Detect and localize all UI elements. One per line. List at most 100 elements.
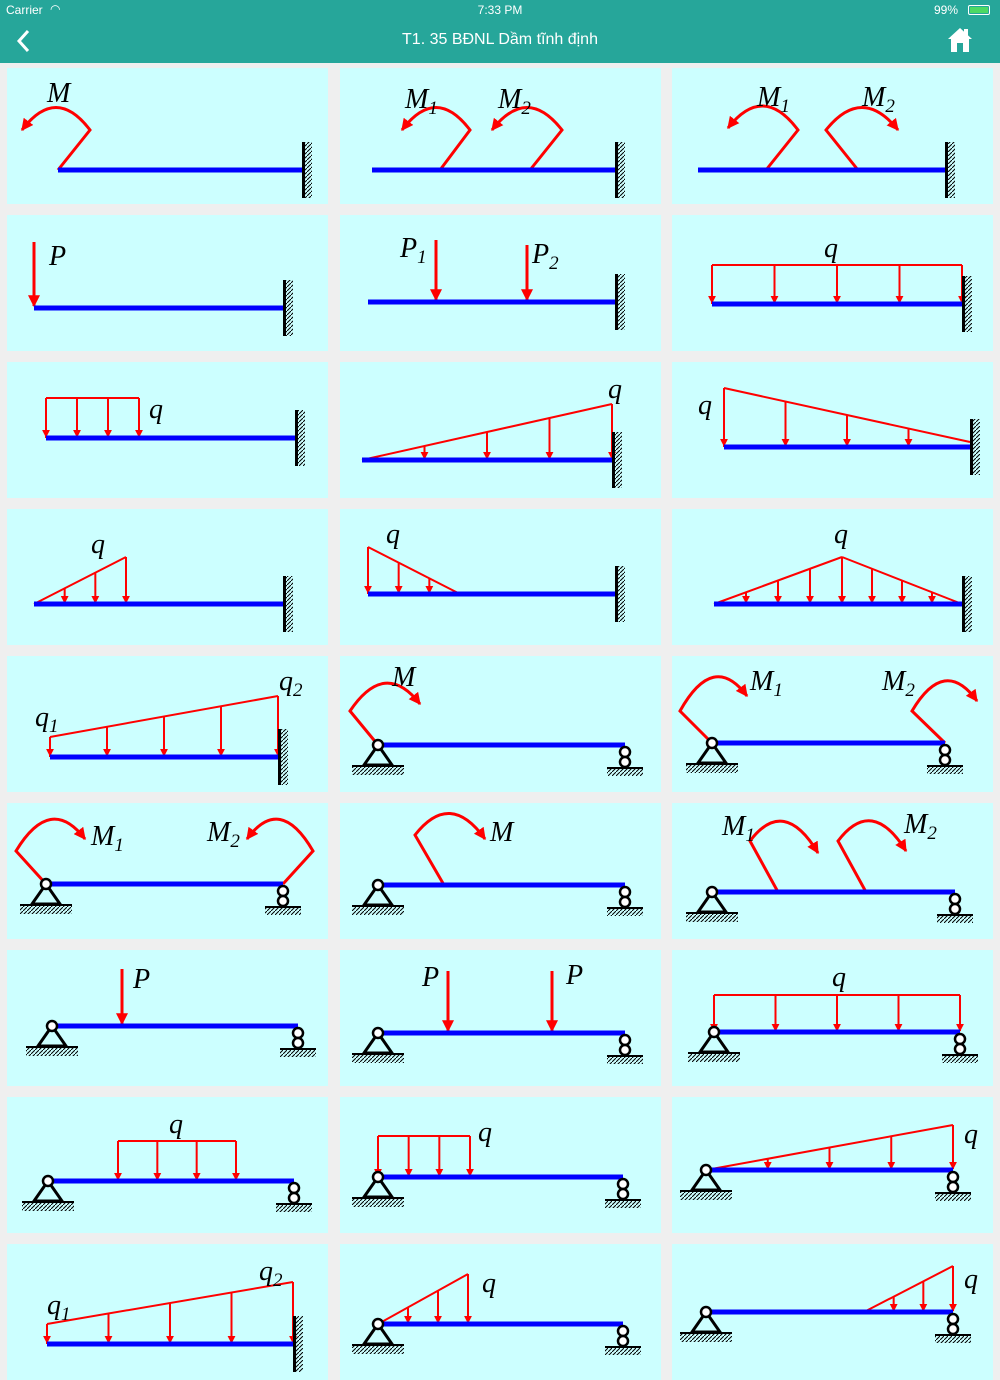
fixed-support: [615, 142, 625, 198]
fixed-support: [962, 276, 972, 332]
beam-diagram-card[interactable]: q: [7, 509, 328, 645]
load-label: q: [964, 1264, 978, 1295]
status-bar: Carrier ◠ 7:33 PM 99%: [0, 0, 1000, 20]
distributed-load: [374, 1135, 474, 1177]
distributed-load: [46, 695, 282, 757]
pin-support: [352, 1170, 404, 1207]
distributed-load: [114, 1140, 240, 1181]
load-label: M1: [721, 811, 755, 846]
distributed-load: [377, 1273, 472, 1325]
roller-support: [935, 1170, 971, 1201]
beam-diagram-card[interactable]: q1 q2: [7, 1244, 328, 1380]
load-label: q1: [35, 702, 59, 737]
back-button[interactable]: [10, 26, 40, 56]
moment-arrow: [748, 819, 820, 893]
beam-diagram: M1 M2: [686, 809, 973, 923]
beam-diagram-card[interactable]: q: [7, 1097, 328, 1233]
fixed-support: [278, 729, 288, 785]
beam-diagram-card[interactable]: q: [7, 362, 328, 498]
carrier-label: Carrier: [6, 3, 43, 17]
pin-support: [352, 1026, 404, 1063]
wifi-icon: ◠: [50, 2, 61, 16]
pin-support: [22, 1174, 74, 1211]
beam-diagram-card[interactable]: M: [340, 656, 661, 792]
chevron-left-icon: [16, 29, 30, 53]
load-label: q: [824, 233, 838, 264]
beam-diagram: q: [352, 1117, 641, 1208]
load-label: q2: [259, 1256, 283, 1291]
moment-arrow: [836, 819, 908, 893]
beam-diagram-card[interactable]: q: [340, 1097, 661, 1233]
fixed-support: [970, 419, 980, 475]
roller-support: [276, 1181, 312, 1212]
moment-arrow: [20, 106, 92, 171]
load-label: q1: [47, 1290, 71, 1325]
beam-diagram: q: [680, 1119, 978, 1201]
beam-diagram-card[interactable]: q: [672, 1097, 993, 1233]
battery-percent: 99%: [933, 3, 958, 17]
distributed-load: [43, 1281, 297, 1344]
pin-support: [20, 877, 72, 914]
load-label: M2: [881, 666, 915, 701]
beam-diagram-card[interactable]: P: [7, 950, 328, 1086]
beam-diagram: q: [688, 962, 978, 1063]
beam-diagram: q: [22, 1109, 312, 1212]
load-label: M1: [90, 821, 124, 856]
beam-diagram: q: [352, 1268, 641, 1355]
roller-support: [265, 884, 301, 915]
moment-arrow: [348, 681, 422, 746]
beam-diagram: P: [28, 241, 293, 336]
fixed-support: [612, 432, 622, 488]
roller-support: [937, 892, 973, 923]
moment-arrow: [413, 812, 487, 886]
load-label: q: [386, 519, 400, 550]
beam-diagram-card[interactable]: q: [672, 1244, 993, 1380]
roller-support: [942, 1032, 978, 1063]
home-button[interactable]: [946, 26, 974, 54]
load-label: M: [391, 662, 417, 693]
beam-diagram-card[interactable]: q: [672, 509, 993, 645]
distributed-load: [361, 403, 616, 461]
load-label: q: [832, 962, 846, 993]
distributed-load: [720, 387, 971, 447]
fixed-support: [615, 274, 625, 330]
beam-diagram: q: [33, 529, 293, 632]
beam-diagram-card[interactable]: q: [672, 362, 993, 498]
roller-support: [605, 1177, 641, 1208]
beam-diagram-card[interactable]: M: [340, 803, 661, 939]
clock: 7:33 PM: [477, 3, 523, 17]
roller-support: [927, 743, 963, 774]
beam-diagram-card[interactable]: M: [7, 68, 328, 204]
load-label: M2: [903, 809, 937, 844]
load-label: q: [482, 1268, 496, 1299]
beam-diagram-card[interactable]: q: [672, 215, 993, 351]
beam-diagram-card[interactable]: q: [340, 362, 661, 498]
beam-diagram-card[interactable]: P: [7, 215, 328, 351]
load-label: q: [169, 1109, 183, 1140]
moment-arrow: [14, 817, 87, 886]
roller-support: [605, 1324, 641, 1355]
beam-diagram-card[interactable]: M1 M2: [672, 803, 993, 939]
beam-diagram-card[interactable]: q: [672, 950, 993, 1086]
beam-diagram-card[interactable]: q: [340, 509, 661, 645]
distributed-load: [33, 556, 130, 605]
roller-support: [280, 1026, 316, 1057]
beam-diagram-card[interactable]: q: [340, 1244, 661, 1380]
distributed-load: [364, 546, 461, 595]
beam-diagram: q: [698, 387, 980, 475]
distributed-load: [710, 994, 964, 1032]
beam-diagram: q: [708, 233, 972, 332]
load-label: q: [91, 529, 105, 560]
load-label: P: [565, 960, 583, 991]
page-title: T1. 35 BĐNL Dầm tĩnh định: [402, 31, 598, 48]
